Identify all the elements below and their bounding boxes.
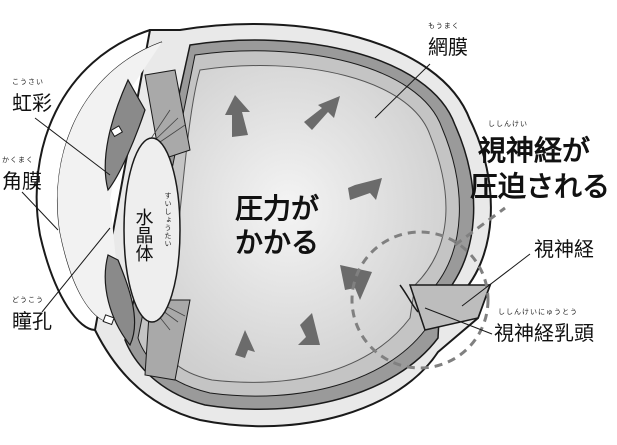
optic-disc-cup — [399, 284, 419, 313]
marker-top — [110, 125, 124, 138]
pressure-arrow — [340, 265, 372, 300]
cornea-label: 角膜 — [2, 169, 42, 193]
pressure-arrows — [225, 95, 382, 358]
lens-label: 水晶体 — [133, 208, 154, 262]
lens-reading: すいしょうたい — [164, 192, 172, 248]
iris-label: 虹彩 — [12, 91, 52, 115]
leader-lines — [21, 63, 531, 335]
pupil-reading: どうこう — [12, 296, 44, 304]
callout-line2: 圧迫される — [470, 170, 610, 203]
optic-nerve — [408, 284, 492, 331]
marker-bottom — [102, 314, 115, 326]
retina-label: 網膜 — [428, 35, 468, 59]
optic-disc-label: 視神経乳頭 — [494, 321, 594, 345]
callout-line1: 視神経が — [478, 134, 590, 167]
pressure-arrow — [298, 313, 320, 345]
pressure-text-line2: かかる — [235, 226, 319, 259]
pressure-arrow — [225, 95, 250, 137]
pupil-label: 瞳孔 — [12, 309, 52, 333]
retina-reading: もうまく — [428, 22, 460, 30]
ciliary-body-upper — [144, 69, 191, 161]
cornea-reading: かくまく — [2, 156, 34, 164]
iris-lower — [104, 254, 136, 347]
optic-disc-reading: ししんけいにゅうとう — [498, 308, 578, 316]
iris-reading: こうさい — [12, 78, 44, 86]
pressure-text-line1: 圧力が — [235, 192, 319, 225]
optic-nerve-label: 視神経 — [534, 237, 594, 261]
pressure-arrow — [348, 178, 382, 200]
lens — [123, 137, 181, 323]
pressure-arrow — [304, 96, 340, 130]
callout-dashed-line — [454, 206, 506, 247]
callout-reading: ししんけい — [488, 120, 528, 128]
focus-dashed-circle — [350, 230, 490, 370]
iris-upper — [104, 78, 146, 192]
cornea — [35, 29, 151, 331]
pressure-arrow — [235, 330, 255, 358]
